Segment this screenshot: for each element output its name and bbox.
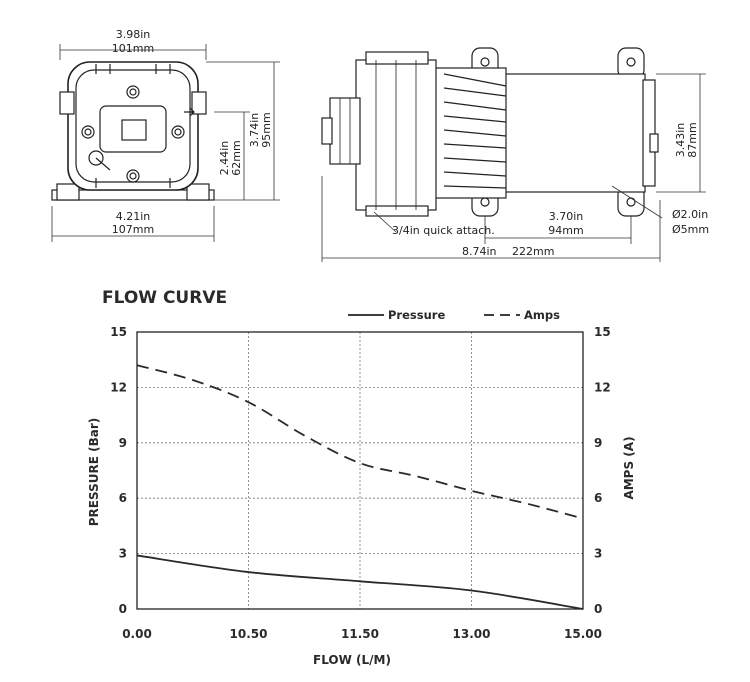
y-axis-label: PRESSURE (Bar) xyxy=(87,418,101,526)
y2-tick-label: 6 xyxy=(594,491,602,505)
y-tick-label: 15 xyxy=(110,325,127,339)
y2-axis-ticks: 0 3 6 9 12 15 xyxy=(594,325,611,616)
y-tick-label: 12 xyxy=(110,380,127,394)
x-tick-label: 13.00 xyxy=(453,627,491,641)
series-line-amps xyxy=(136,364,584,520)
y2-tick-label: 12 xyxy=(594,380,611,394)
series-line-pressure xyxy=(136,554,584,610)
legend-pressure-label: Pressure xyxy=(388,308,445,322)
total-length-inch: 8.74in xyxy=(462,245,497,258)
chart-title: FLOW CURVE xyxy=(102,288,227,308)
y-tick-label: 3 xyxy=(119,547,127,561)
x-tick-label: 15.00 xyxy=(564,627,602,641)
total-height-inch: 3.74in xyxy=(248,113,261,148)
y2-tick-label: 0 xyxy=(594,602,602,616)
x-tick-label: 0.00 xyxy=(122,627,152,641)
x-axis-ticks: 0.00 10.50 11.50 13.00 15.00 xyxy=(122,627,602,641)
y-tick-label: 6 xyxy=(119,491,127,505)
plot-frame xyxy=(136,331,584,610)
chart-legend: Pressure Amps xyxy=(348,308,560,322)
side-view-drawing xyxy=(321,47,659,217)
hole-diameter-inch: Ø2.0in xyxy=(672,208,708,221)
hole-diameter-mm: Ø5mm xyxy=(672,223,709,236)
side-view-dimensions xyxy=(321,73,706,262)
y-tick-label: 9 xyxy=(119,436,127,450)
base-width-inch: 4.21in xyxy=(116,210,151,223)
total-height-mm: 95mm xyxy=(260,112,273,147)
chart-grid xyxy=(137,332,583,609)
y-axis-ticks: 0 3 6 9 12 15 xyxy=(110,325,127,616)
hole-spacing-mm: 94mm xyxy=(548,224,583,237)
y2-tick-label: 15 xyxy=(594,325,611,339)
motor-height-inch: 3.43in xyxy=(674,123,687,158)
front-view-dimensions xyxy=(51,44,280,242)
inner-height-mm: 62mm xyxy=(230,140,243,175)
front-width-inch: 3.98in xyxy=(116,28,151,41)
chart-series xyxy=(136,364,584,610)
y2-tick-label: 3 xyxy=(594,547,602,561)
legend-amps-label: Amps xyxy=(524,308,560,322)
y-tick-label: 0 xyxy=(119,602,127,616)
y2-tick-label: 9 xyxy=(594,436,602,450)
motor-height-mm: 87mm xyxy=(686,122,699,157)
hole-spacing-inch: 3.70in xyxy=(549,210,584,223)
total-length-mm: 222mm xyxy=(512,245,554,258)
port-label: 3/4in quick attach. xyxy=(392,224,495,237)
base-width-mm: 107mm xyxy=(112,223,154,236)
x-tick-label: 10.50 xyxy=(230,627,268,641)
y2-axis-label: AMPS (A) xyxy=(622,436,636,499)
x-tick-label: 11.50 xyxy=(341,627,379,641)
x-axis-label: FLOW (L/M) xyxy=(313,653,391,667)
front-view-drawing xyxy=(51,61,215,201)
inner-height-inch: 2.44in xyxy=(218,141,231,176)
front-width-mm: 101mm xyxy=(112,42,154,55)
flow-curve-chart: FLOW CURVE 0.00 10.50 11.50 13.00 15.00 0 3 6 9… xyxy=(87,288,636,667)
